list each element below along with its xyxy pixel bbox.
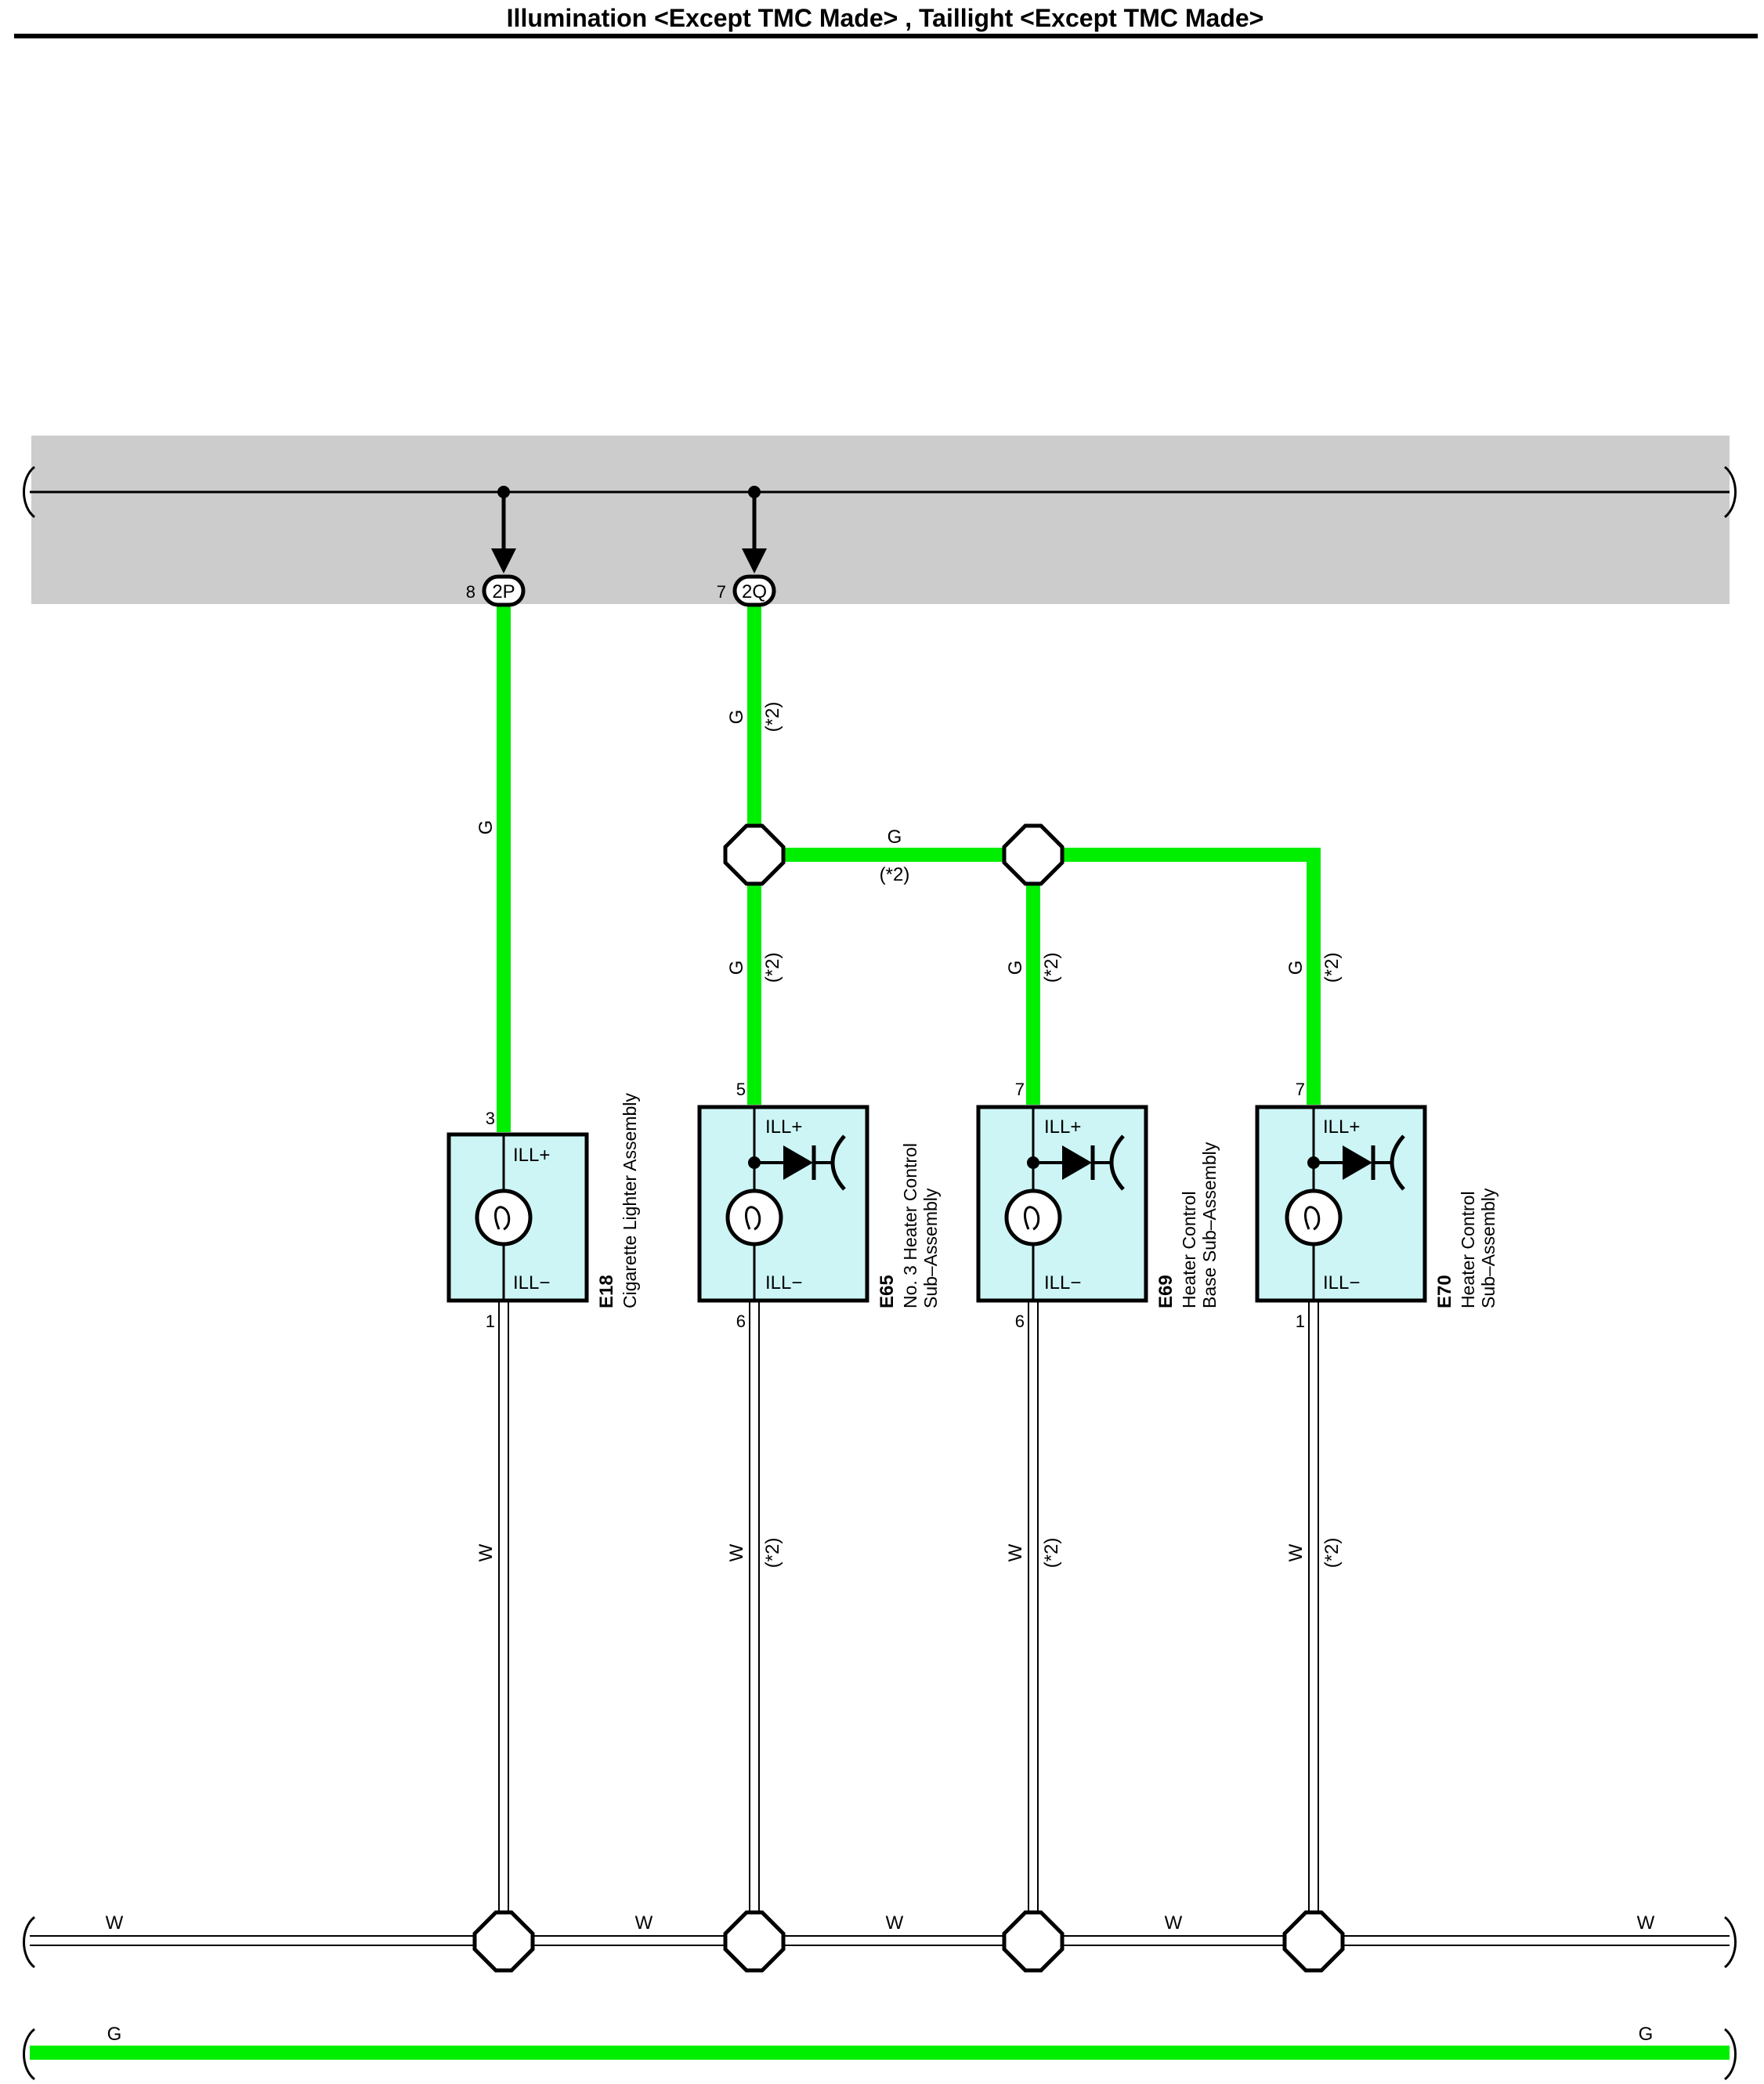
- bus-break-right: [1723, 465, 1737, 519]
- connector-2Q-pin: 7: [717, 582, 726, 602]
- e69-name-line1: Heater Control: [1179, 1191, 1199, 1308]
- wire-note-horizontal: (*2): [880, 864, 910, 885]
- junction-green-2: [1002, 823, 1065, 886]
- green-wire-labels: G G (*2) G (*2) G (*2) G (*2) G (*2): [475, 702, 1343, 983]
- junction-white-1: [472, 1910, 535, 1973]
- connector-2P: 2P 8: [466, 574, 526, 607]
- e70-pin-top: 7: [1296, 1080, 1305, 1099]
- e69-ill-minus: ILL−: [1044, 1272, 1081, 1293]
- connector-2P-id: 2P: [492, 581, 515, 602]
- wire-label-w-e18: W: [475, 1543, 497, 1561]
- e18-pin-top: 3: [486, 1109, 495, 1128]
- wire-label-w-bus-3: W: [886, 1912, 904, 1934]
- e70-pin-bottom: 1: [1296, 1312, 1305, 1331]
- bus-break-left: [23, 465, 36, 519]
- e70-name-line2: Sub–Assembly: [1478, 1188, 1498, 1308]
- e65-ill-minus: ILL−: [765, 1272, 802, 1293]
- wire-label-g-2q: G: [726, 710, 747, 725]
- wire-label-g-e70: G: [1285, 961, 1307, 975]
- white-wire-labels: W W (*2) W (*2) W (*2) W W W W W: [106, 1538, 1655, 1934]
- green-bus-break-right: [1723, 2028, 1737, 2081]
- e18-name: Cigarette Lighter Assembly: [620, 1093, 640, 1308]
- e70-ill-minus: ILL−: [1323, 1272, 1360, 1293]
- bus-band: [31, 436, 1730, 604]
- wire-note-e65: (*2): [762, 953, 783, 983]
- component-e18: ILL+ ILL− 3 1 E18 Cigarette Lighter Asse…: [446, 1093, 640, 1331]
- wire-label-g-horizontal: G: [887, 827, 902, 848]
- junction-white-4: [1282, 1910, 1345, 1973]
- e18-pin-bottom: 1: [486, 1312, 495, 1331]
- component-e65: ILL+ ILL− 5 6 E65 No. 3 Heater Control S…: [697, 1080, 941, 1331]
- e18-ill-plus: ILL+: [513, 1145, 550, 1166]
- e65-ill-plus: ILL+: [765, 1116, 802, 1138]
- wire-label-w-e65: W: [726, 1543, 747, 1561]
- wire-note-e69: (*2): [1041, 953, 1062, 983]
- tap-2Q: [742, 486, 767, 573]
- junction-white-3: [1002, 1910, 1065, 1973]
- wire-label-w-bus-4: W: [1165, 1912, 1183, 1934]
- junction-green-1: [723, 823, 786, 886]
- wire-label-g-e69: G: [1005, 961, 1026, 975]
- white-bus-break-left: [23, 1916, 36, 1969]
- wire-label-g-bus-left: G: [107, 2024, 122, 2045]
- connector-2Q: 2Q 7: [717, 574, 776, 607]
- e69-pin-top: 7: [1015, 1080, 1025, 1099]
- green-bus-break-left: [23, 2028, 36, 2081]
- connector-2Q-id: 2Q: [742, 581, 767, 602]
- wire-label-w-bus-1: W: [106, 1912, 124, 1934]
- e65-id: E65: [877, 1275, 898, 1308]
- e70-id: E70: [1434, 1275, 1455, 1308]
- white-bus-break-right: [1723, 1916, 1737, 1969]
- wire-label-g-e65: G: [726, 961, 747, 975]
- component-e70: ILL+ ILL− 7 1 E70 Heater Control Sub–Ass…: [1255, 1080, 1498, 1331]
- wire-note-2q: (*2): [762, 702, 783, 733]
- wire-label-w-e69: W: [1005, 1543, 1026, 1561]
- component-e69: ILL+ ILL− 7 6 E69 Heater Control Base Su…: [976, 1080, 1220, 1331]
- e65-name-line1: No. 3 Heater Control: [900, 1143, 920, 1308]
- e69-pin-bottom: 6: [1015, 1312, 1025, 1331]
- wire-label-w-bus-5: W: [1637, 1912, 1655, 1934]
- white-wires: [30, 1301, 1730, 1946]
- e69-id: E69: [1155, 1275, 1177, 1308]
- wire-note-w-e70: (*2): [1321, 1538, 1343, 1568]
- wire-label-w-e70: W: [1285, 1543, 1307, 1561]
- tap-2P: [491, 486, 516, 573]
- connector-2P-pin: 8: [466, 582, 475, 602]
- wire-note-e70: (*2): [1321, 953, 1343, 983]
- e65-name-line2: Sub–Assembly: [920, 1188, 941, 1308]
- e65-pin-top: 5: [736, 1080, 746, 1099]
- e65-pin-bottom: 6: [736, 1312, 746, 1331]
- wire-note-w-e65: (*2): [762, 1538, 783, 1568]
- e70-ill-plus: ILL+: [1323, 1116, 1360, 1138]
- wire-note-w-e69: (*2): [1041, 1538, 1062, 1568]
- e69-ill-plus: ILL+: [1044, 1116, 1081, 1138]
- junction-white-2: [723, 1910, 786, 1973]
- e18-ill-minus: ILL−: [513, 1272, 550, 1293]
- e70-name-line1: Heater Control: [1458, 1191, 1478, 1308]
- wire-label-g-e18: G: [475, 820, 497, 835]
- wire-label-g-bus-right: G: [1639, 2024, 1654, 2045]
- e69-name-line2: Base Sub–Assembly: [1199, 1141, 1220, 1308]
- e18-id: E18: [596, 1275, 617, 1308]
- wire-label-w-bus-2: W: [635, 1912, 653, 1934]
- diagram-title: Illumination <Except TMC Made> , Taillig…: [507, 4, 1264, 32]
